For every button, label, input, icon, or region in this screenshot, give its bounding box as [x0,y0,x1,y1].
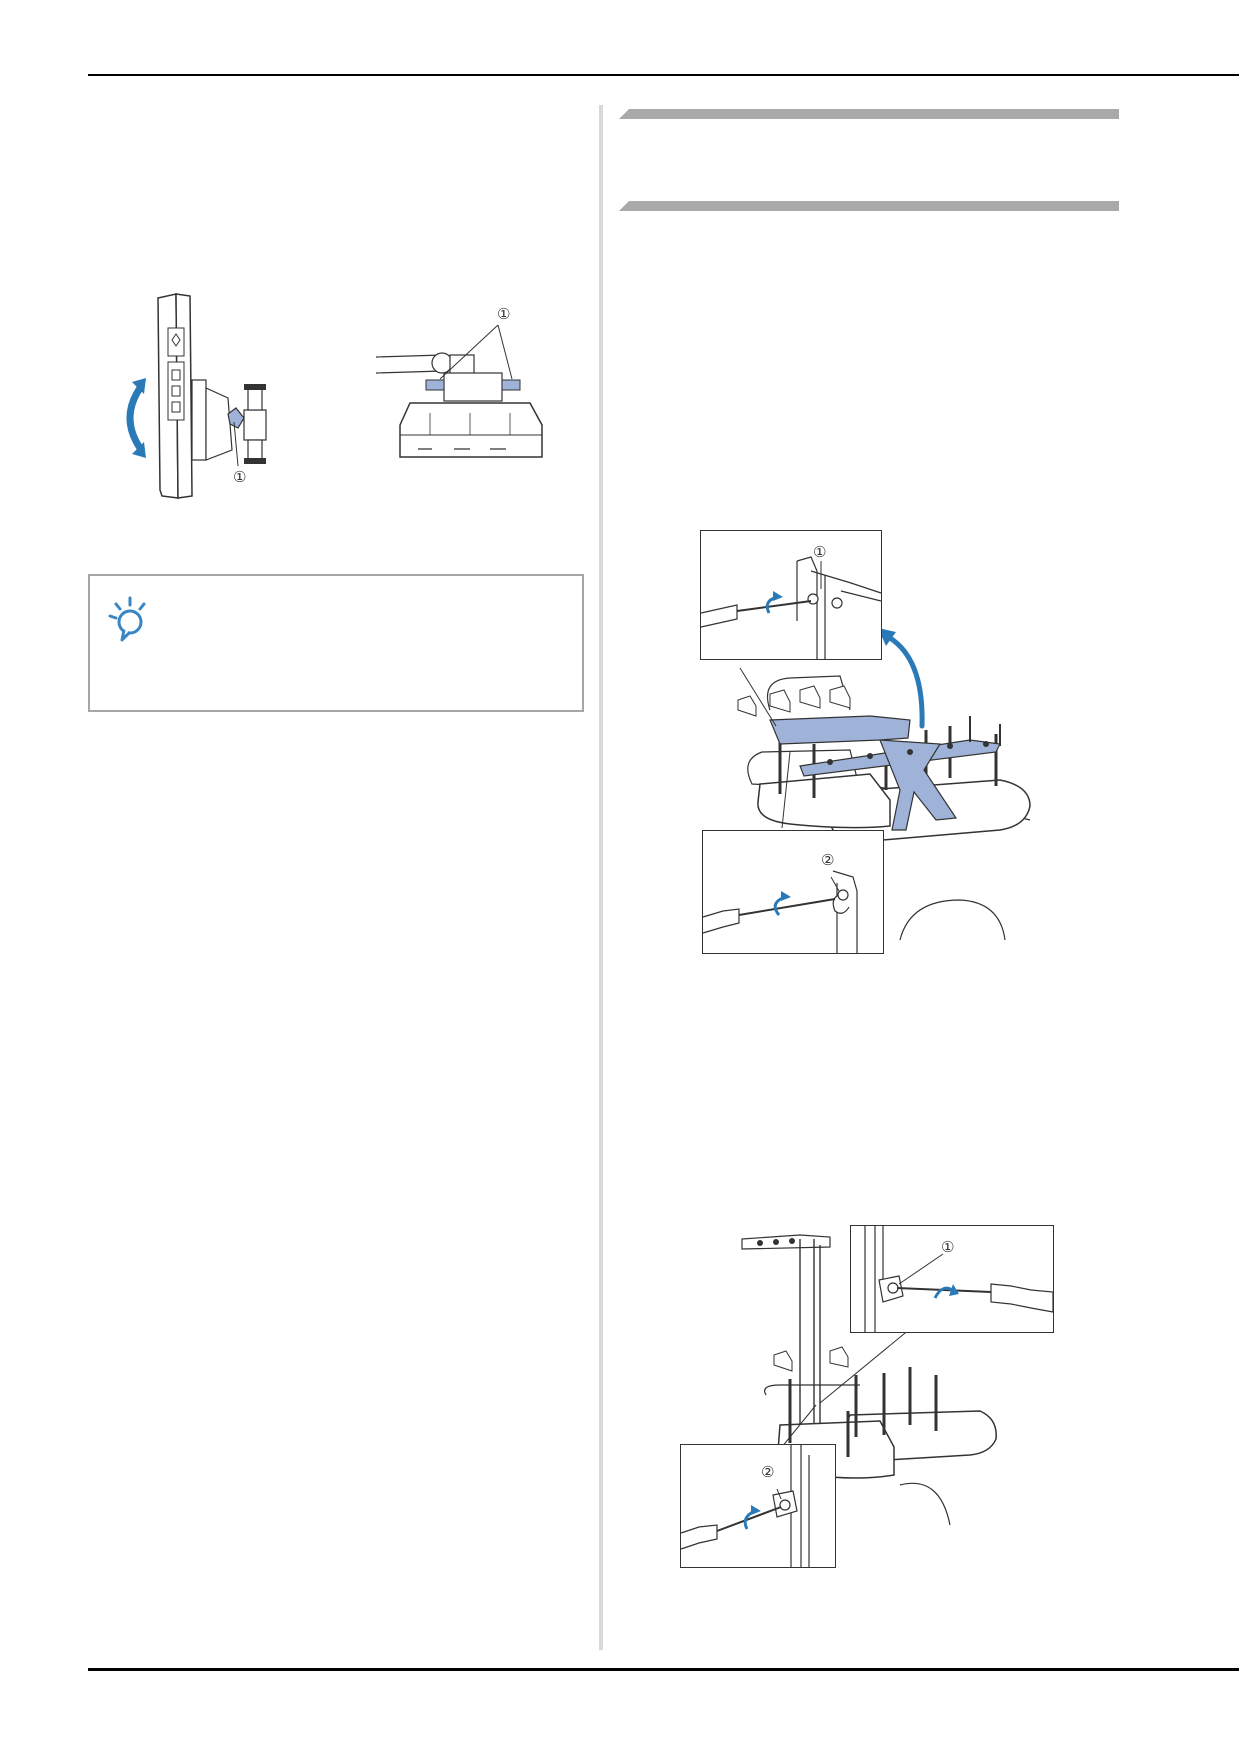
section-heading-bar-bottom [619,201,1119,211]
spool-stand-figure: ① ② [700,530,1060,970]
panel-rotation-figure: ① [110,290,310,510]
panel-side-illustration [126,293,267,499]
callout-bracket-top: ① [941,1238,955,1256]
callout-stand-top: ① [813,543,827,561]
lightbulb-note-icon [108,596,146,642]
screw-detail-top [700,556,882,659]
bottom-rule [88,1668,1239,1671]
spool-stand-illustration [737,628,1031,941]
bracket-inset-bottom: ② [680,1444,836,1568]
top-rule [88,74,1239,76]
bracket-inset-top: ① [850,1225,1054,1333]
detail-inset-top: ① [700,530,882,660]
screw-detail-bottom [702,870,858,953]
bracket-figure: ① ② [680,1225,1060,1575]
callout-stand-bottom: ② [821,851,835,869]
panel-mount-figure: ① [370,307,570,480]
callout-panel-knob: ① [233,468,247,486]
mount-top-illustration [375,324,543,458]
note-box [88,574,584,712]
section-heading-bar-top [619,109,1119,119]
detail-inset-bottom: ② [702,830,884,954]
bracket-screw-detail-top [864,1226,1054,1332]
column-divider [599,105,603,1650]
bracket-screw-detail-bottom [680,1445,810,1567]
callout-panel-screws: ① [497,305,511,323]
callout-bracket-bottom: ② [761,1463,775,1481]
